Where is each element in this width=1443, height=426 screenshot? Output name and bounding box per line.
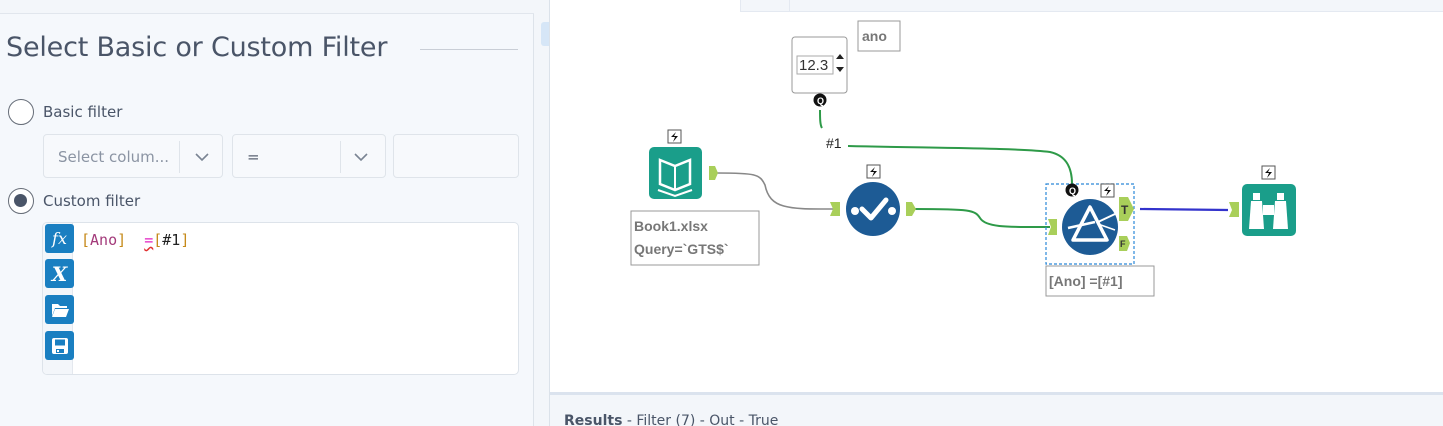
workflow-diagram: #1 12.3 Q ano: [630, 20, 1296, 297]
question-anchor: [813, 93, 827, 107]
section-divider: [420, 49, 518, 50]
expression-field: Ano: [90, 231, 118, 249]
svg-text:T: T: [1121, 203, 1129, 217]
output-anchor: [709, 166, 718, 180]
variable-icon[interactable]: X: [45, 259, 74, 288]
connection-updown-to-filter: [847, 145, 1073, 185]
basic-filter-label: Basic filter: [43, 103, 123, 121]
input-annotation: Book1.xlsx Query=`GTS$`: [630, 210, 760, 266]
results-title: Results: [564, 413, 623, 426]
canvas-tab-strip: [740, 0, 1443, 12]
binoculars-icon: [1249, 193, 1288, 229]
select-tool[interactable]: [830, 164, 916, 236]
output-anchor: [906, 202, 916, 216]
numeric-updown-label-box: ano: [857, 20, 901, 52]
question-anchor: [1065, 183, 1079, 197]
custom-filter-label: Custom filter: [43, 192, 141, 210]
column-select[interactable]: Select colum...: [43, 134, 223, 178]
input-anchor: [1048, 219, 1057, 235]
function-icon[interactable]: fx: [45, 224, 74, 253]
panel-header-strip: [0, 0, 534, 14]
results-panel-header: Results - Filter (7) - Out - True: [550, 392, 1443, 426]
basic-filter-option[interactable]: Basic filter: [8, 99, 122, 125]
column-select-placeholder: Select colum...: [58, 148, 170, 166]
filter-tool[interactable]: Q T F: [1045, 183, 1135, 265]
svg-text:Q: Q: [1069, 186, 1076, 196]
input-anchor: [830, 202, 840, 216]
numeric-updown-value: 12.3: [799, 57, 828, 74]
browse-tool[interactable]: [1229, 165, 1296, 236]
save-icon[interactable]: [45, 331, 74, 360]
connection-select-to-filter: [913, 208, 1051, 229]
custom-filter-option[interactable]: Custom filter: [8, 188, 140, 214]
checkmark-icon: [859, 197, 889, 221]
expression-constant: #1: [162, 231, 181, 249]
workflow-canvas[interactable]: #1 12.3 Q ano: [550, 0, 1443, 392]
spin-up-icon: [836, 54, 844, 59]
panel-splitter[interactable]: [534, 0, 550, 426]
select-divider: [179, 141, 180, 173]
expression-editor[interactable]: fx X [Ano] =[#1]: [42, 222, 519, 375]
connection-filter-to-browse: [1139, 207, 1229, 212]
results-subtitle: - Filter (7) - Out - True: [622, 413, 779, 426]
expression-operator: =: [144, 231, 154, 249]
select-divider: [340, 141, 341, 173]
custom-filter-radio[interactable]: [8, 188, 34, 214]
false-anchor: [1119, 236, 1130, 251]
operator-select[interactable]: =: [232, 134, 386, 178]
open-folder-icon[interactable]: [45, 295, 74, 324]
results-title-row: Results - Filter (7) - Out - True: [564, 413, 778, 426]
input-data-tool[interactable]: [649, 129, 718, 199]
filter-annotation: [Ano] =[#1]: [1045, 265, 1155, 297]
selection-box: [1045, 183, 1135, 265]
chevron-down-icon[interactable]: [351, 147, 371, 167]
operator-select-value: =: [247, 148, 260, 166]
section-title: Select Basic or Custom Filter: [6, 32, 388, 63]
numeric-updown-label: ano: [862, 28, 887, 44]
connection-input-to-select: [716, 172, 836, 210]
chevron-down-icon[interactable]: [192, 147, 212, 167]
value-input[interactable]: [393, 134, 519, 178]
filter-annotation-text: [Ano] =[#1]: [1049, 273, 1123, 289]
true-anchor: [1119, 197, 1134, 221]
basic-filter-radio[interactable]: [8, 99, 34, 125]
input-annotation-line2: Query=`GTS$`: [634, 241, 729, 257]
spin-down-icon: [836, 67, 844, 72]
svg-text:Q: Q: [817, 96, 824, 106]
expression-text[interactable]: [Ano] =[#1]: [81, 231, 190, 249]
connection-updown-stem: [819, 109, 823, 129]
svg-text:F: F: [1120, 239, 1126, 249]
input-annotation-line1: Book1.xlsx: [634, 218, 708, 234]
configuration-panel: Select Basic or Custom Filter Basic filt…: [0, 0, 534, 426]
input-anchor: [1229, 202, 1239, 217]
splitter-handle[interactable]: [541, 22, 549, 46]
numeric-updown-tool[interactable]: 12.3 Q: [791, 36, 848, 107]
connection-label: #1: [826, 135, 842, 151]
